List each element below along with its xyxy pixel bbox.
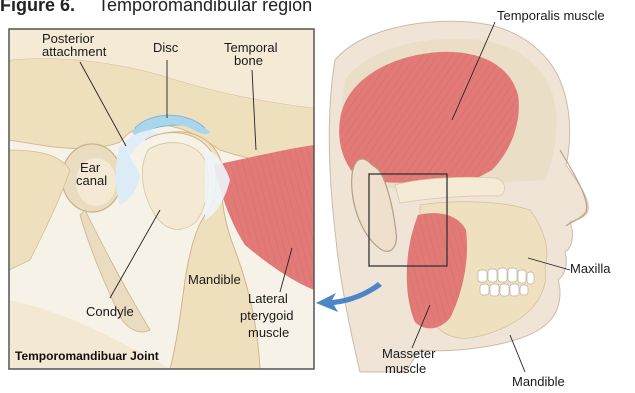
label-temporal-bone-line2: bone [234, 53, 263, 68]
inset-caption: Temporomandibuar Joint [15, 349, 159, 363]
label-posterior-attachment-line2: attachment [42, 44, 107, 59]
label-head-mandible: Mandible [512, 374, 565, 389]
head-illustration [329, 21, 588, 372]
label-inset-mandible: Mandible [188, 272, 241, 287]
label-lateral-pterygoid-line1: Lateral [248, 291, 288, 306]
figure-title-text: Temporomandibular region [98, 0, 312, 15]
label-lateral-pterygoid-line3: muscle [248, 325, 289, 340]
label-ear-canal-line2: canal [76, 173, 107, 188]
label-masseter-line2: muscle [385, 361, 426, 376]
label-disc: Disc [153, 40, 179, 55]
label-maxilla: Maxilla [570, 261, 611, 276]
label-condyle: Condyle [86, 304, 134, 319]
label-lateral-pterygoid-line2: pterygoid [240, 308, 293, 323]
tmj-inset: Posterior attachment Disc Temporal bone … [9, 29, 314, 369]
label-masseter-line1: Masseter [382, 346, 436, 361]
label-temporalis-muscle: Temporalis muscle [497, 8, 605, 23]
figure-title-prefix: Figure 6. [0, 0, 75, 15]
